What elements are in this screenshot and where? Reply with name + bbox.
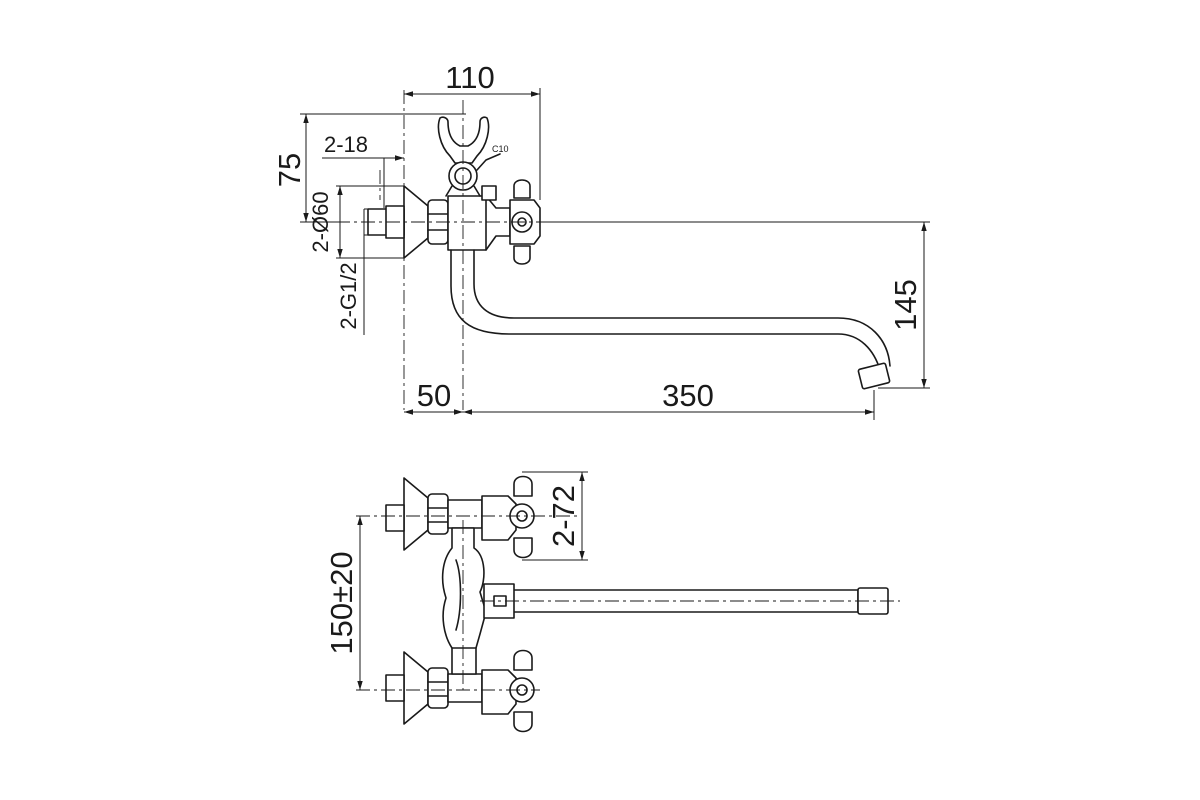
dim-150: 150±20: [324, 551, 359, 654]
aerator: [857, 362, 891, 390]
dim-2-phi60: 2-Ø60: [308, 191, 333, 252]
spout-tube: [450, 249, 881, 371]
top-view: [356, 475, 900, 733]
cross-handle: [509, 179, 541, 265]
dim-50: 50: [417, 378, 451, 413]
label-c10: C10: [492, 144, 509, 154]
dim-75: 75: [272, 153, 307, 187]
faucet-body: [447, 195, 511, 251]
dim-110: 110: [445, 60, 494, 95]
valve-stem: [481, 185, 497, 201]
top-view-dimensions: 2-72 150±20: [324, 471, 588, 690]
dim-2-18: 2-18: [324, 132, 368, 157]
dim-2-72: 2-72: [546, 485, 581, 547]
diverter-lever: [476, 153, 501, 171]
lower-inlet: [385, 651, 483, 725]
side-view-dimensions: 110 2-18 75 2-Ø60 2-G1/2 145 50 350: [272, 60, 930, 420]
shower-holder: [437, 116, 490, 164]
dim-145: 145: [888, 279, 923, 331]
upper-cross-handle: [481, 475, 535, 559]
center-body: [441, 527, 487, 675]
lower-cross-handle: [481, 649, 535, 733]
side-view: C10: [336, 90, 930, 410]
dim-350: 350: [662, 378, 714, 413]
dim-2-g12: 2-G1/2: [336, 262, 361, 329]
